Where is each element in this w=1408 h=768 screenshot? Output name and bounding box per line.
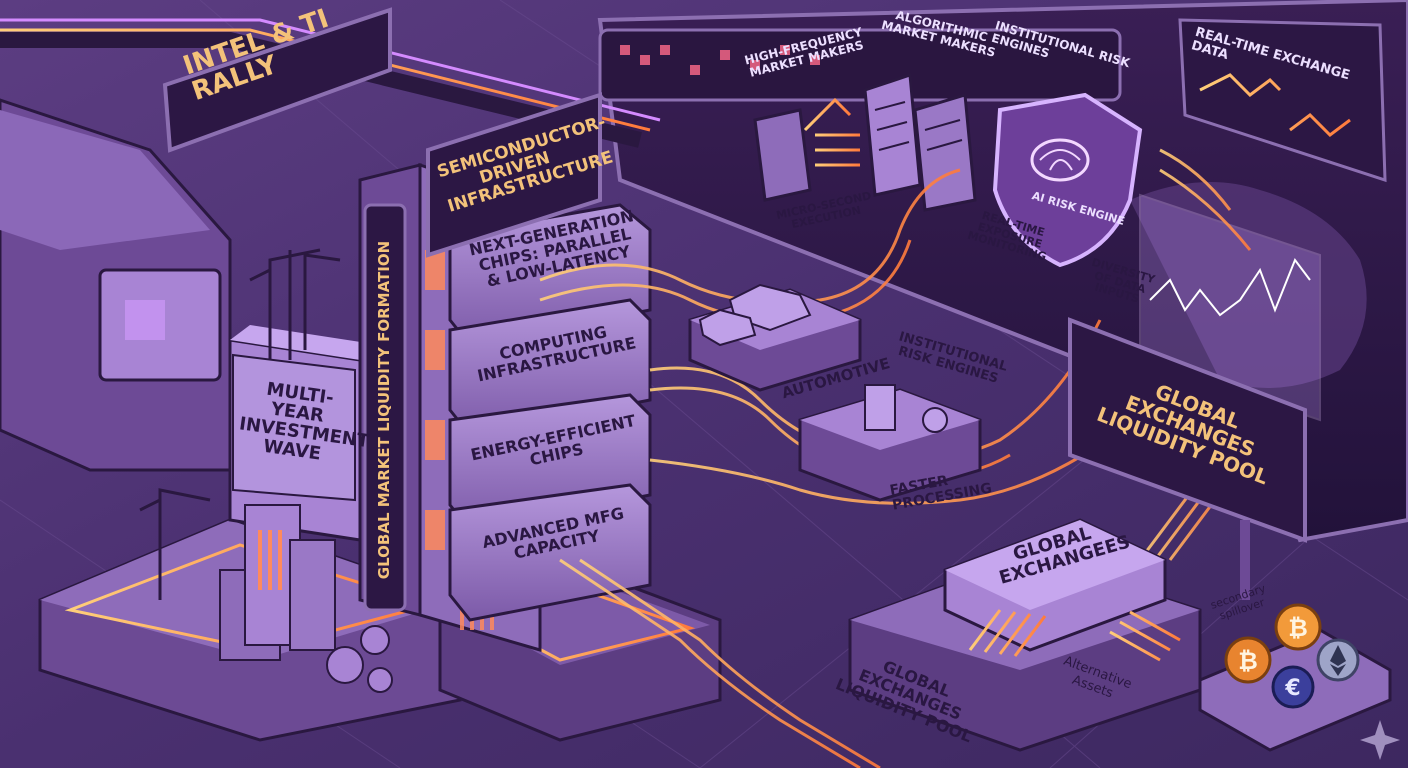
hub-sign-frame [426,92,602,258]
risk-engine-platform [798,384,982,502]
ai-shield [992,92,1143,268]
server-blocks [219,504,336,661]
bitcoin-coin-icon [1274,603,1322,651]
bitcoin-coin-icon [1224,636,1272,684]
svg-text:₿: ₿ [1238,647,1258,675]
server-racks [753,72,977,212]
euro-coin-icon [1271,665,1315,709]
svg-text:₿: ₿ [1288,614,1308,642]
exchanges-platform [848,518,1202,752]
vertical-banner-frame [363,203,407,612]
headline-sign-frame [162,7,392,153]
gears [326,625,393,693]
left-machine [0,98,232,472]
coins: ₿ ₿ € [1224,603,1360,709]
automotive-platform [688,283,862,392]
top-left-rails [0,18,661,148]
investment-sign-frame [232,353,356,502]
investment-wave-label: MULTI-YEAR INVESTMENT WAVE [237,378,371,465]
realtime-data-screen [1178,18,1387,183]
vertical-banner: GLOBAL MARKET LIQUIDITY FORMATION [375,240,394,580]
cranes [139,248,341,600]
svg-text:€: € [1284,676,1300,701]
led-strip [598,28,1122,102]
pool-sign-frame [1068,317,1307,600]
sparkle-icon [1360,720,1400,760]
